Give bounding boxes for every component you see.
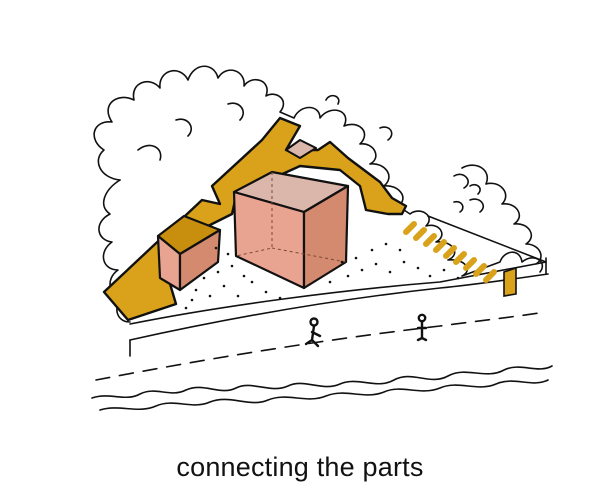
rear-block [285, 139, 317, 159]
plaza-stipple [184, 242, 460, 310]
sketch-flourish [453, 183, 481, 213]
street-scribble-lower [91, 365, 553, 399]
street-scribble-mid [99, 379, 549, 411]
tree-canopy-inner [137, 94, 485, 213]
architectural-sketch [91, 65, 553, 411]
street-dashed-line [95, 311, 547, 381]
ochre-street-post [503, 266, 517, 297]
pedestrian-figure-1 [304, 317, 322, 348]
crosswalk-stripes [403, 221, 497, 283]
large-box-right [302, 184, 350, 290]
large-box-hidden-edges [235, 172, 347, 263]
street-curb-line [129, 273, 549, 341]
ochre-connector [102, 116, 408, 322]
sidewalk-edge [129, 257, 547, 357]
site-outline [129, 215, 547, 325]
sketch-caption: connecting the parts [176, 452, 424, 482]
small-box-right [178, 228, 222, 292]
pedestrian-figure-2 [416, 313, 428, 342]
tree-canopy-right [461, 164, 542, 265]
